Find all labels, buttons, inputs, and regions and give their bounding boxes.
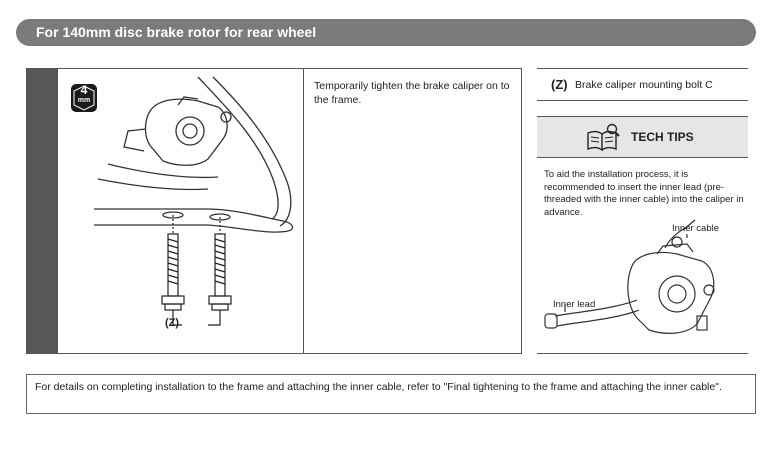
- inner-lead-illustration: [537, 216, 748, 354]
- caliper-mounting-illustration: 4 mm (Z): [58, 69, 303, 353]
- section-header: For 140mm disc brake rotor for rear whee…: [16, 19, 756, 46]
- section-title: For 140mm disc brake rotor for rear whee…: [36, 24, 317, 40]
- tool-size-number: 4: [80, 83, 88, 97]
- caliper-inner-lead-drawing: [544, 219, 715, 334]
- legend-row: (Z) Brake caliper mounting bolt C: [537, 68, 748, 101]
- inner-cable-label: Inner cable: [672, 223, 720, 234]
- column-divider: [303, 69, 304, 353]
- tech-tips-header: TECH TIPS: [537, 116, 748, 158]
- legend-code: (Z): [551, 77, 568, 92]
- tool-size-unit: mm: [77, 97, 91, 104]
- bolt-callout-label: (Z): [165, 317, 180, 329]
- hex-wrench-icon: [71, 84, 97, 112]
- step-bar: [27, 69, 58, 353]
- book-magnifier-icon: [587, 123, 620, 152]
- reference-note-text: For details on completing installation t…: [35, 381, 722, 393]
- step-instruction: Temporarily tighten the brake caliper on…: [314, 80, 510, 106]
- tech-tips-title: TECH TIPS: [631, 130, 694, 144]
- tech-tips-bottom-rule: [537, 353, 748, 354]
- tech-tips-text: To aid the installation process, it is r…: [544, 169, 744, 218]
- legend-text: Brake caliper mounting bolt C: [575, 79, 713, 91]
- inner-lead-label: Inner lead: [553, 299, 596, 310]
- reference-note: For details on completing installation t…: [26, 374, 756, 414]
- caliper-frame-drawing: [94, 76, 294, 326]
- step-box: 4 mm (Z) Temporarily tighten the brake c…: [26, 68, 522, 354]
- side-panel: (Z) Brake caliper mounting bolt C TECH T…: [537, 68, 748, 354]
